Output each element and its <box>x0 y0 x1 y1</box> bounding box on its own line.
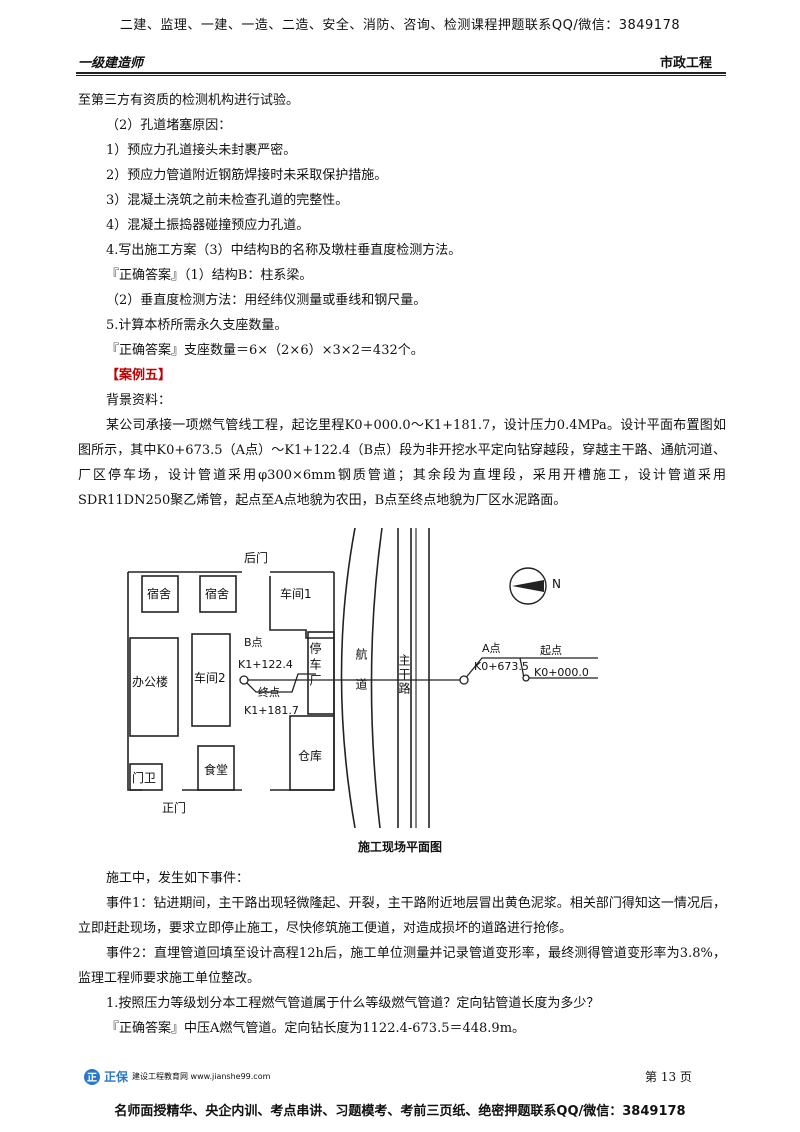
main-content: 至第三方有资质的检测机构进行试验。 （2）孔道堵塞原因： 1）预应力孔道接头未封… <box>78 88 726 513</box>
workshop-1-building <box>269 576 334 639</box>
guard-building <box>129 763 163 791</box>
dorm-1-building <box>141 575 179 613</box>
dorm-2-building <box>199 575 237 613</box>
header-subject: 市政工程 <box>659 56 712 71</box>
parking-area <box>307 631 335 715</box>
body-line: 至第三方有资质的检测机构进行试验。 <box>78 93 300 108</box>
footer-logo: 正 正保 建设工程教育网 www.jianshe99.com <box>84 1068 270 1085</box>
north-arrow <box>509 567 547 605</box>
header-rule-thin <box>76 75 726 76</box>
question-4: 4.写出施工方案（3）中结构B的名称及墩柱垂直度检测方法。 <box>106 243 462 258</box>
start-point-km-label: K0+000.0 <box>534 666 589 679</box>
events-intro: 施工中，发生如下事件： <box>106 871 250 886</box>
office-label: 办公楼 <box>132 674 168 689</box>
body-line: 1）预应力孔道接头未封裹严密。 <box>106 143 297 158</box>
site-plan-figure: 后门 宿舍 宿舍 车间1 办公楼 车间2 食堂 仓库 门卫 正门 N 停车厂 航… <box>127 528 598 828</box>
main-road-label: 主干路 <box>397 654 411 696</box>
office-building <box>129 637 179 737</box>
answer-5: 『正确答案』支座数量＝6×（2×6）×3×2＝432个。 <box>106 343 424 358</box>
end-point-label: 终点 <box>258 685 280 699</box>
point-a-km-label: K0+673.5 <box>474 660 529 673</box>
page-number: 第 13 页 <box>645 1070 692 1084</box>
header-rule <box>76 72 726 74</box>
start-point-label: 起点 <box>540 644 562 657</box>
header-exam-title: 一级建造师 <box>78 56 144 71</box>
answer-4b: （2）垂直度检测方法：用经纬仪测量或垂线和钢尺量。 <box>106 293 427 308</box>
canteen-building <box>197 745 235 791</box>
north-label: N <box>552 577 561 591</box>
river-bank-left <box>340 528 356 828</box>
bottom-banner: 名师面授精华、央企内训、考点串讲、习题模考、考前三页纸、绝密押题联系QQ/微信：… <box>114 1104 686 1119</box>
workshop-2-building <box>191 633 231 727</box>
event-2: 事件2：直埋管道回填至设计高程12h后，施工单位测量并记录管道变形率，最终测得管… <box>78 946 726 986</box>
body-line: 3）混凝土浇筑之前未检查孔道的完整性。 <box>106 193 349 208</box>
guard-label: 门卫 <box>132 770 156 785</box>
answer-4a: 『正确答案』（1）结构B：柱系梁。 <box>106 268 313 283</box>
workshop-2-label: 车间2 <box>194 670 226 685</box>
question-5: 5.计算本桥所需永久支座数量。 <box>106 318 288 333</box>
point-b-label: B点 <box>244 636 263 649</box>
body-line: （2）孔道堵塞原因： <box>106 118 232 133</box>
brand-logo-icon: 正 <box>84 1068 100 1085</box>
event-1: 事件1：钻进期间，主干路出现轻微隆起、开裂，主干路附近地层冒出黄色泥浆。相关部门… <box>78 896 726 936</box>
top-banner: 二建、监理、一建、一造、二造、安全、消防、咨询、检测课程押题联系QQ/微信：38… <box>119 18 681 33</box>
body-line: 4）混凝土振捣器碰撞预应力孔道。 <box>106 218 310 233</box>
lower-content: 施工中，发生如下事件： 事件1：钻进期间，主干路出现轻微隆起、开裂，主干路附近地… <box>78 866 726 1041</box>
warehouse-label: 仓库 <box>298 748 322 763</box>
point-b-km-label: K1+122.4 <box>238 658 293 671</box>
background-label: 背景资料： <box>106 393 172 408</box>
background-paragraph: 某公司承接一项燃气管线工程，起讫里程K0+000.0～K1+181.7，设计压力… <box>78 418 726 508</box>
point-b-marker <box>239 675 249 685</box>
dorm-1-label: 宿舍 <box>147 586 171 601</box>
answer-1: 『正确答案』中压A燃气管道。定向钻长度为1122.4-673.5＝448.9m。 <box>106 1021 526 1036</box>
workshop-1-label: 车间1 <box>280 586 312 601</box>
brand-name: 正保 <box>104 1070 129 1084</box>
question-1: 1.按照压力等级划分本工程燃气管道属于什么等级燃气管道？定向钻管道长度为多少？ <box>106 996 600 1011</box>
body-line: 2）预应力管道附近钢筋焊接时未采取保护措施。 <box>106 168 388 183</box>
canteen-label: 食堂 <box>204 762 228 777</box>
point-a-label: A点 <box>482 642 501 655</box>
footer-site-text: 建设工程教育网 www.jianshe99.com <box>132 1072 271 1081</box>
pipeline-left-segment <box>243 673 316 693</box>
figure-caption: 施工现场平面图 <box>357 840 442 854</box>
case-title: 【案例五】 <box>106 368 172 383</box>
main-gate-label: 正门 <box>162 800 186 815</box>
parking-label: 停车厂 <box>308 641 322 690</box>
back-gate-label: 后门 <box>244 550 268 565</box>
point-a-marker <box>459 675 469 685</box>
end-point-km-label: K1+181.7 <box>244 704 299 717</box>
channel-label: 航道 <box>354 647 368 708</box>
dorm-2-label: 宿舍 <box>205 586 229 601</box>
warehouse-building <box>289 715 335 791</box>
start-point-marker <box>522 674 530 682</box>
river-bank-right <box>370 528 383 828</box>
